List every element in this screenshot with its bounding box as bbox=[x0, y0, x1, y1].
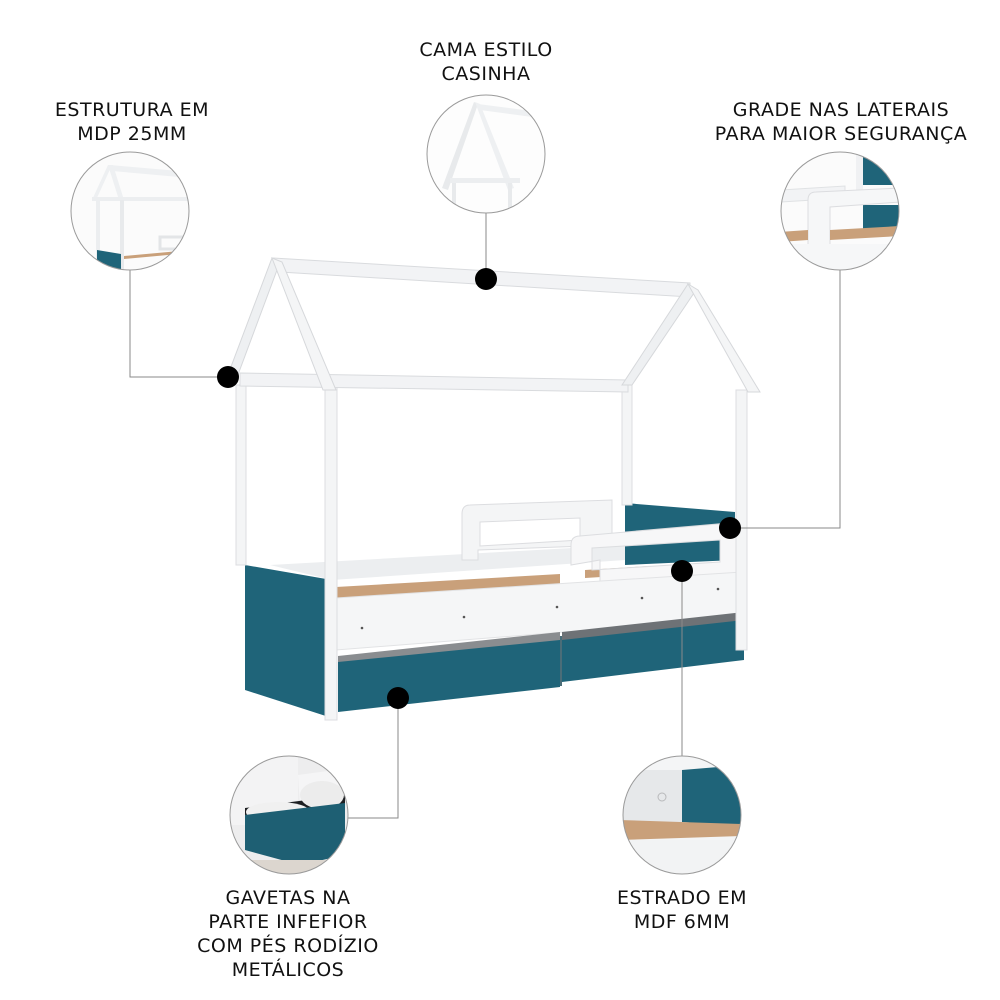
label-line: COM PÉS RODÍZIO bbox=[197, 935, 379, 957]
label-line: GRADE NAS LATERAIS bbox=[732, 99, 950, 121]
post-front-right bbox=[735, 389, 748, 651]
label-estrado-mdf: ESTRADO EM MDF 6MM bbox=[617, 886, 747, 934]
label-line: MDF 6MM bbox=[633, 911, 731, 933]
post-back-right bbox=[621, 379, 633, 506]
dot-grade bbox=[719, 517, 741, 539]
label-cama-estilo-casinha: CAMA ESTILO CASINHA bbox=[419, 38, 552, 86]
dot-casinha bbox=[475, 268, 497, 290]
detail-circle-gavetas bbox=[229, 755, 349, 875]
dot-estrutura bbox=[217, 366, 239, 388]
label-line: METÁLICOS bbox=[231, 959, 345, 981]
front-guard-rail bbox=[570, 521, 741, 586]
detail-circle-estrado bbox=[622, 755, 742, 875]
label-line: PARA MAIOR SEGURANÇA bbox=[714, 123, 968, 145]
post-front-left bbox=[324, 384, 338, 721]
label-estrutura-mdp: ESTRUTURA EM MDP 25MM bbox=[55, 98, 209, 146]
cross-beam bbox=[239, 372, 629, 393]
label-line: ESTRUTURA EM bbox=[54, 99, 210, 121]
detail-circle-grade bbox=[780, 151, 900, 271]
label-line: PARTE INFEFIOR bbox=[208, 911, 368, 933]
callout-dots bbox=[217, 268, 741, 709]
post-back-left bbox=[235, 384, 247, 566]
wood-slat-base bbox=[336, 574, 560, 598]
label-line: MDP 25MM bbox=[77, 123, 187, 145]
detail-circle-estrutura bbox=[70, 151, 190, 271]
label-line: GAVETAS NA bbox=[225, 887, 351, 909]
detail-circle-casinha bbox=[426, 94, 546, 214]
left-teal-panel bbox=[245, 565, 332, 718]
dot-estrado bbox=[671, 560, 693, 582]
label-line: ESTRADO EM bbox=[616, 887, 748, 909]
dot-gavetas bbox=[387, 687, 409, 709]
house-bed bbox=[225, 257, 761, 721]
label-gavetas: GAVETAS NA PARTE INFEFIOR COM PÉS RODÍZI… bbox=[197, 886, 379, 982]
label-line: CAMA ESTILO bbox=[419, 39, 553, 61]
label-line: CASINHA bbox=[441, 63, 531, 85]
label-grade-laterais: GRADE NAS LATERAIS PARA MAIOR SEGURANÇA bbox=[715, 98, 968, 146]
